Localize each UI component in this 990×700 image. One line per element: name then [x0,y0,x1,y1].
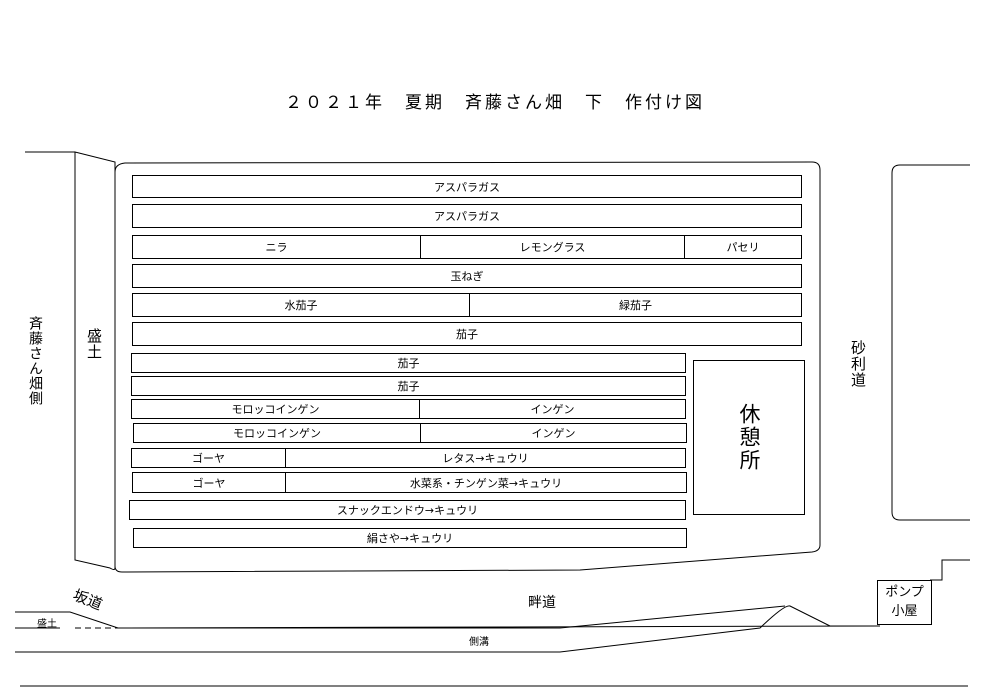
crop-cell: 茄子 [456,328,478,341]
planting-row: スナックエンドウ→キュウリ [129,500,686,520]
crop-cell: 絹さや→キュウリ [366,532,454,545]
crop-cell: 水茄子 [284,299,318,312]
path-label: 畔道 [528,595,556,611]
gravel-road-label: 砂利道 [849,340,867,388]
crop-cell: モロッコインゲン [231,403,320,416]
crop-cell: モロッコインゲン [233,427,321,440]
path-inner-line [118,605,786,629]
crop-cell: スナックエンドウ→キュウリ [336,504,479,517]
planting-row: ゴーヤ 水菜系・チンゲン菜→キュウリ [132,472,687,493]
crop-cell: レタス→キュウリ [285,449,685,467]
crop-cell: アスパラガス [434,180,500,194]
planting-row: ニラ レモングラス パセリ [132,235,802,259]
crop-cell: パセリ [684,236,801,258]
gravel-road-block [891,164,970,521]
mound-label: 盛土 [85,328,103,360]
rest-area: 休憩所 [693,360,805,515]
mound-small-label: 盛土 [37,619,57,630]
pump-house: ポンプ 小屋 [877,580,932,625]
left-field-label: 斉藤さん畑側 [27,316,43,406]
planting-row: 絹さや→キュウリ [133,528,687,548]
pump-house-line2: 小屋 [891,604,918,619]
planting-row: アスパラガス [132,204,802,228]
crop-cell: アスパラガス [434,210,500,223]
crop-cell: ゴーヤ [192,452,225,465]
mound-strip [74,151,116,570]
crop-cell: 茄子 [397,357,420,370]
crop-cell: インゲン [420,424,686,442]
ditch-label: 側溝 [469,637,489,648]
crop-cell: レモングラス [420,236,684,258]
crop-cell: 水菜系・チンゲン菜→キュウリ [285,473,686,492]
crop-cell: 玉ねぎ [450,270,484,283]
crop-cell: ゴーヤ [192,476,226,490]
crop-cell: 緑茄子 [469,294,801,316]
planting-row: 茄子 [131,376,686,396]
rest-area-label: 休憩所 [737,403,761,472]
planting-row: アスパラガス [132,175,802,198]
planting-row: 茄子 [132,322,802,346]
planting-row: 水茄子 緑茄子 [132,293,802,317]
ditch-line [15,605,831,653]
pump-wall [930,559,970,581]
planting-row: ゴーヤ レタス→キュウリ [131,448,686,468]
crop-cell: インゲン [419,400,685,418]
page-title: ２０２１年 夏期 斉藤さん畑 下 作付け図 [285,93,705,113]
pump-house-line1: ポンプ [885,585,924,600]
field-outline [114,161,821,573]
planting-row: モロッコインゲン インゲン [131,399,686,419]
crop-cell: ニラ [265,241,288,254]
planting-row: モロッコインゲン インゲン [133,423,687,443]
planting-row: 茄子 [131,353,686,373]
crop-cell: 茄子 [397,380,420,393]
slope-line [15,611,119,629]
planting-row: 玉ねぎ [132,264,802,288]
